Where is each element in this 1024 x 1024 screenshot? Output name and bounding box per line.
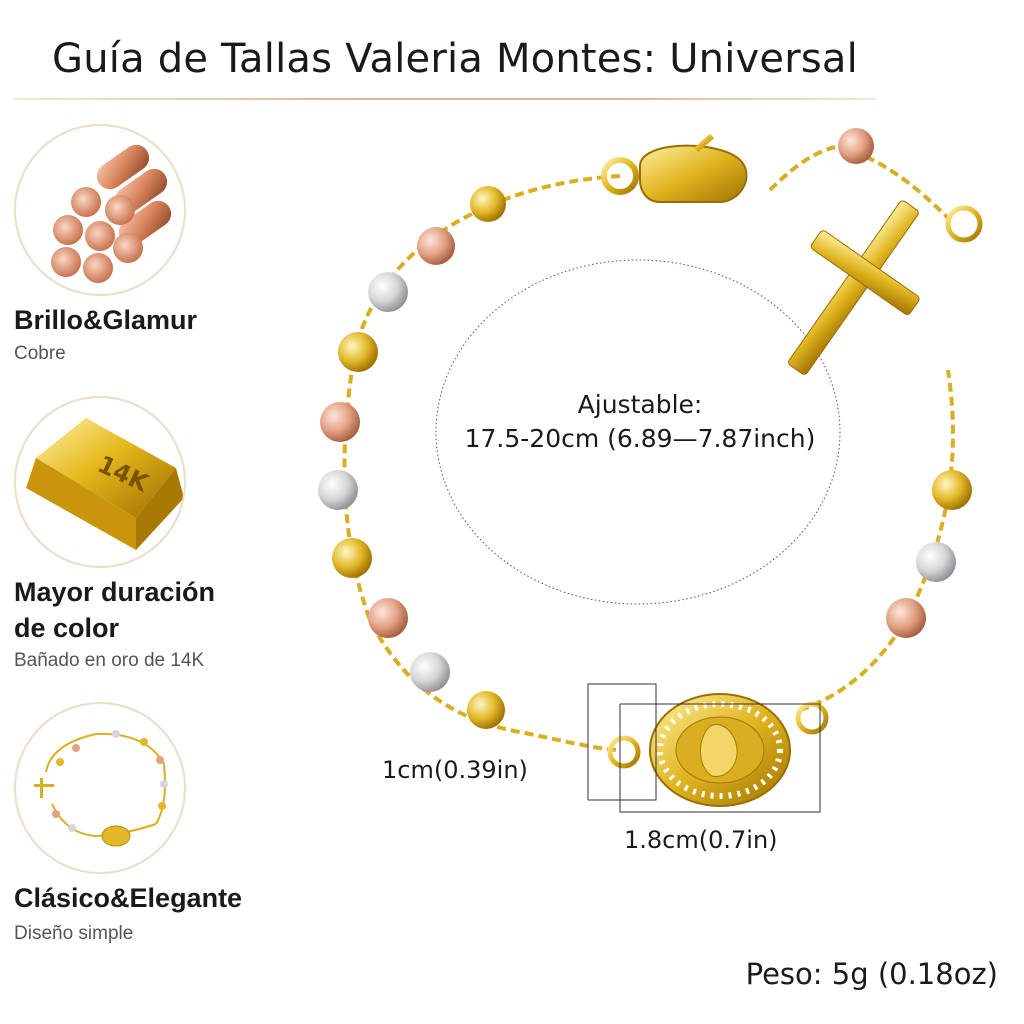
medal-length-label: 1.8cm(0.7in) — [624, 826, 778, 854]
page-title: Guía de Tallas Valeria Montes: Universal — [52, 36, 858, 82]
adjustable-label: Ajustable: — [577, 390, 703, 419]
title-divider — [14, 98, 876, 100]
feature-subtitle-classic: Diseño simple — [14, 923, 134, 944]
feature-title-copper: Brillo&Glamur — [14, 305, 198, 335]
feature-subtitle-gold: Bañado en oro de 14K — [14, 650, 205, 671]
feature-subtitle-copper: Cobre — [14, 343, 66, 364]
copper-rods-icon — [14, 124, 186, 296]
feature-title-classic: Clásico&Elegante — [14, 883, 243, 913]
adjustable-range: 17.5-20cm (6.89—7.87inch) — [464, 424, 816, 453]
feature-title-gold: Mayor duración de color — [14, 577, 216, 643]
bracelet-thumbnail-icon — [14, 702, 186, 874]
bracelet-illustration — [300, 120, 1024, 880]
gold-bar-icon: 14K — [14, 396, 186, 568]
weight-label: Peso: 5g (0.18oz) — [745, 957, 998, 991]
adjustable-size-label: Ajustable: 17.5-20cm (6.89—7.87inch) — [430, 388, 850, 456]
medal-width-label: 1cm(0.39in) — [382, 756, 528, 784]
